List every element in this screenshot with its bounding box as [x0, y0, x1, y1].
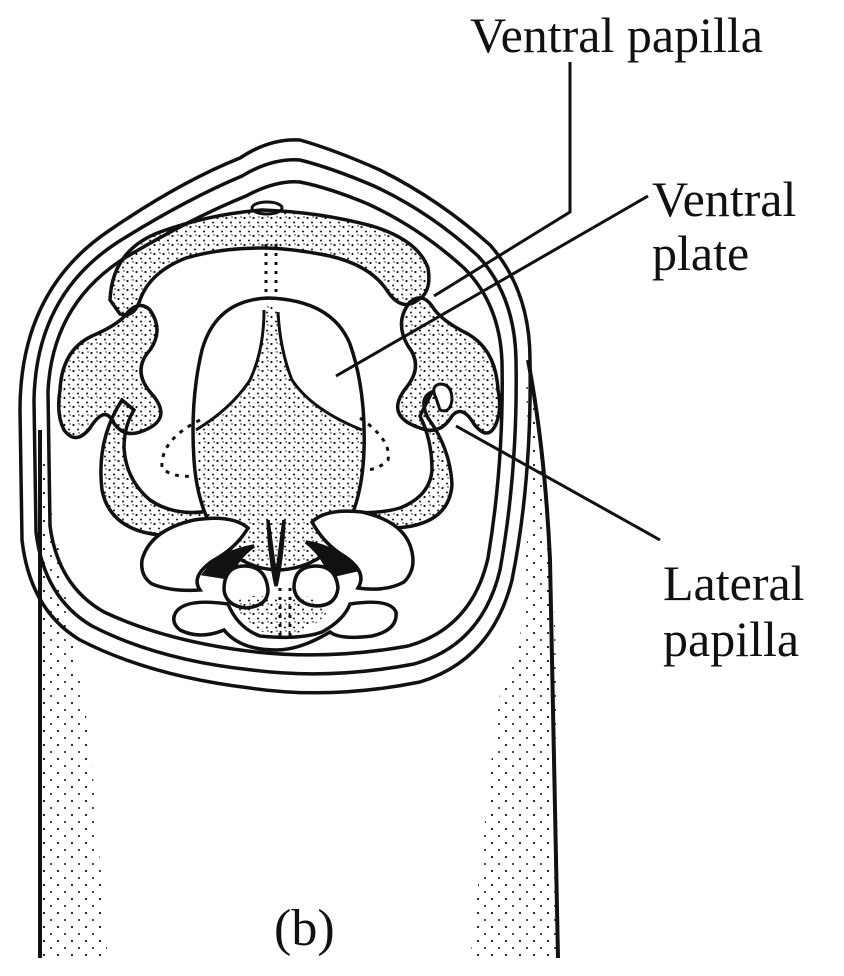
label-ventral-papilla: Ventral papilla — [470, 8, 763, 62]
left-lateral-lobe — [59, 305, 161, 437]
label-lateral-papilla-line2: papilla — [663, 612, 799, 666]
body-right-shading — [470, 380, 560, 960]
label-ventral-plate-line1: Ventral — [652, 172, 796, 226]
leader-lateral-papilla — [456, 426, 660, 540]
label-lateral-papilla-line1: Lateral — [663, 556, 805, 610]
label-ventral-plate-line2: plate — [652, 226, 749, 280]
panel-label: (b) — [274, 902, 335, 956]
right-lateral-lobe — [398, 298, 500, 433]
